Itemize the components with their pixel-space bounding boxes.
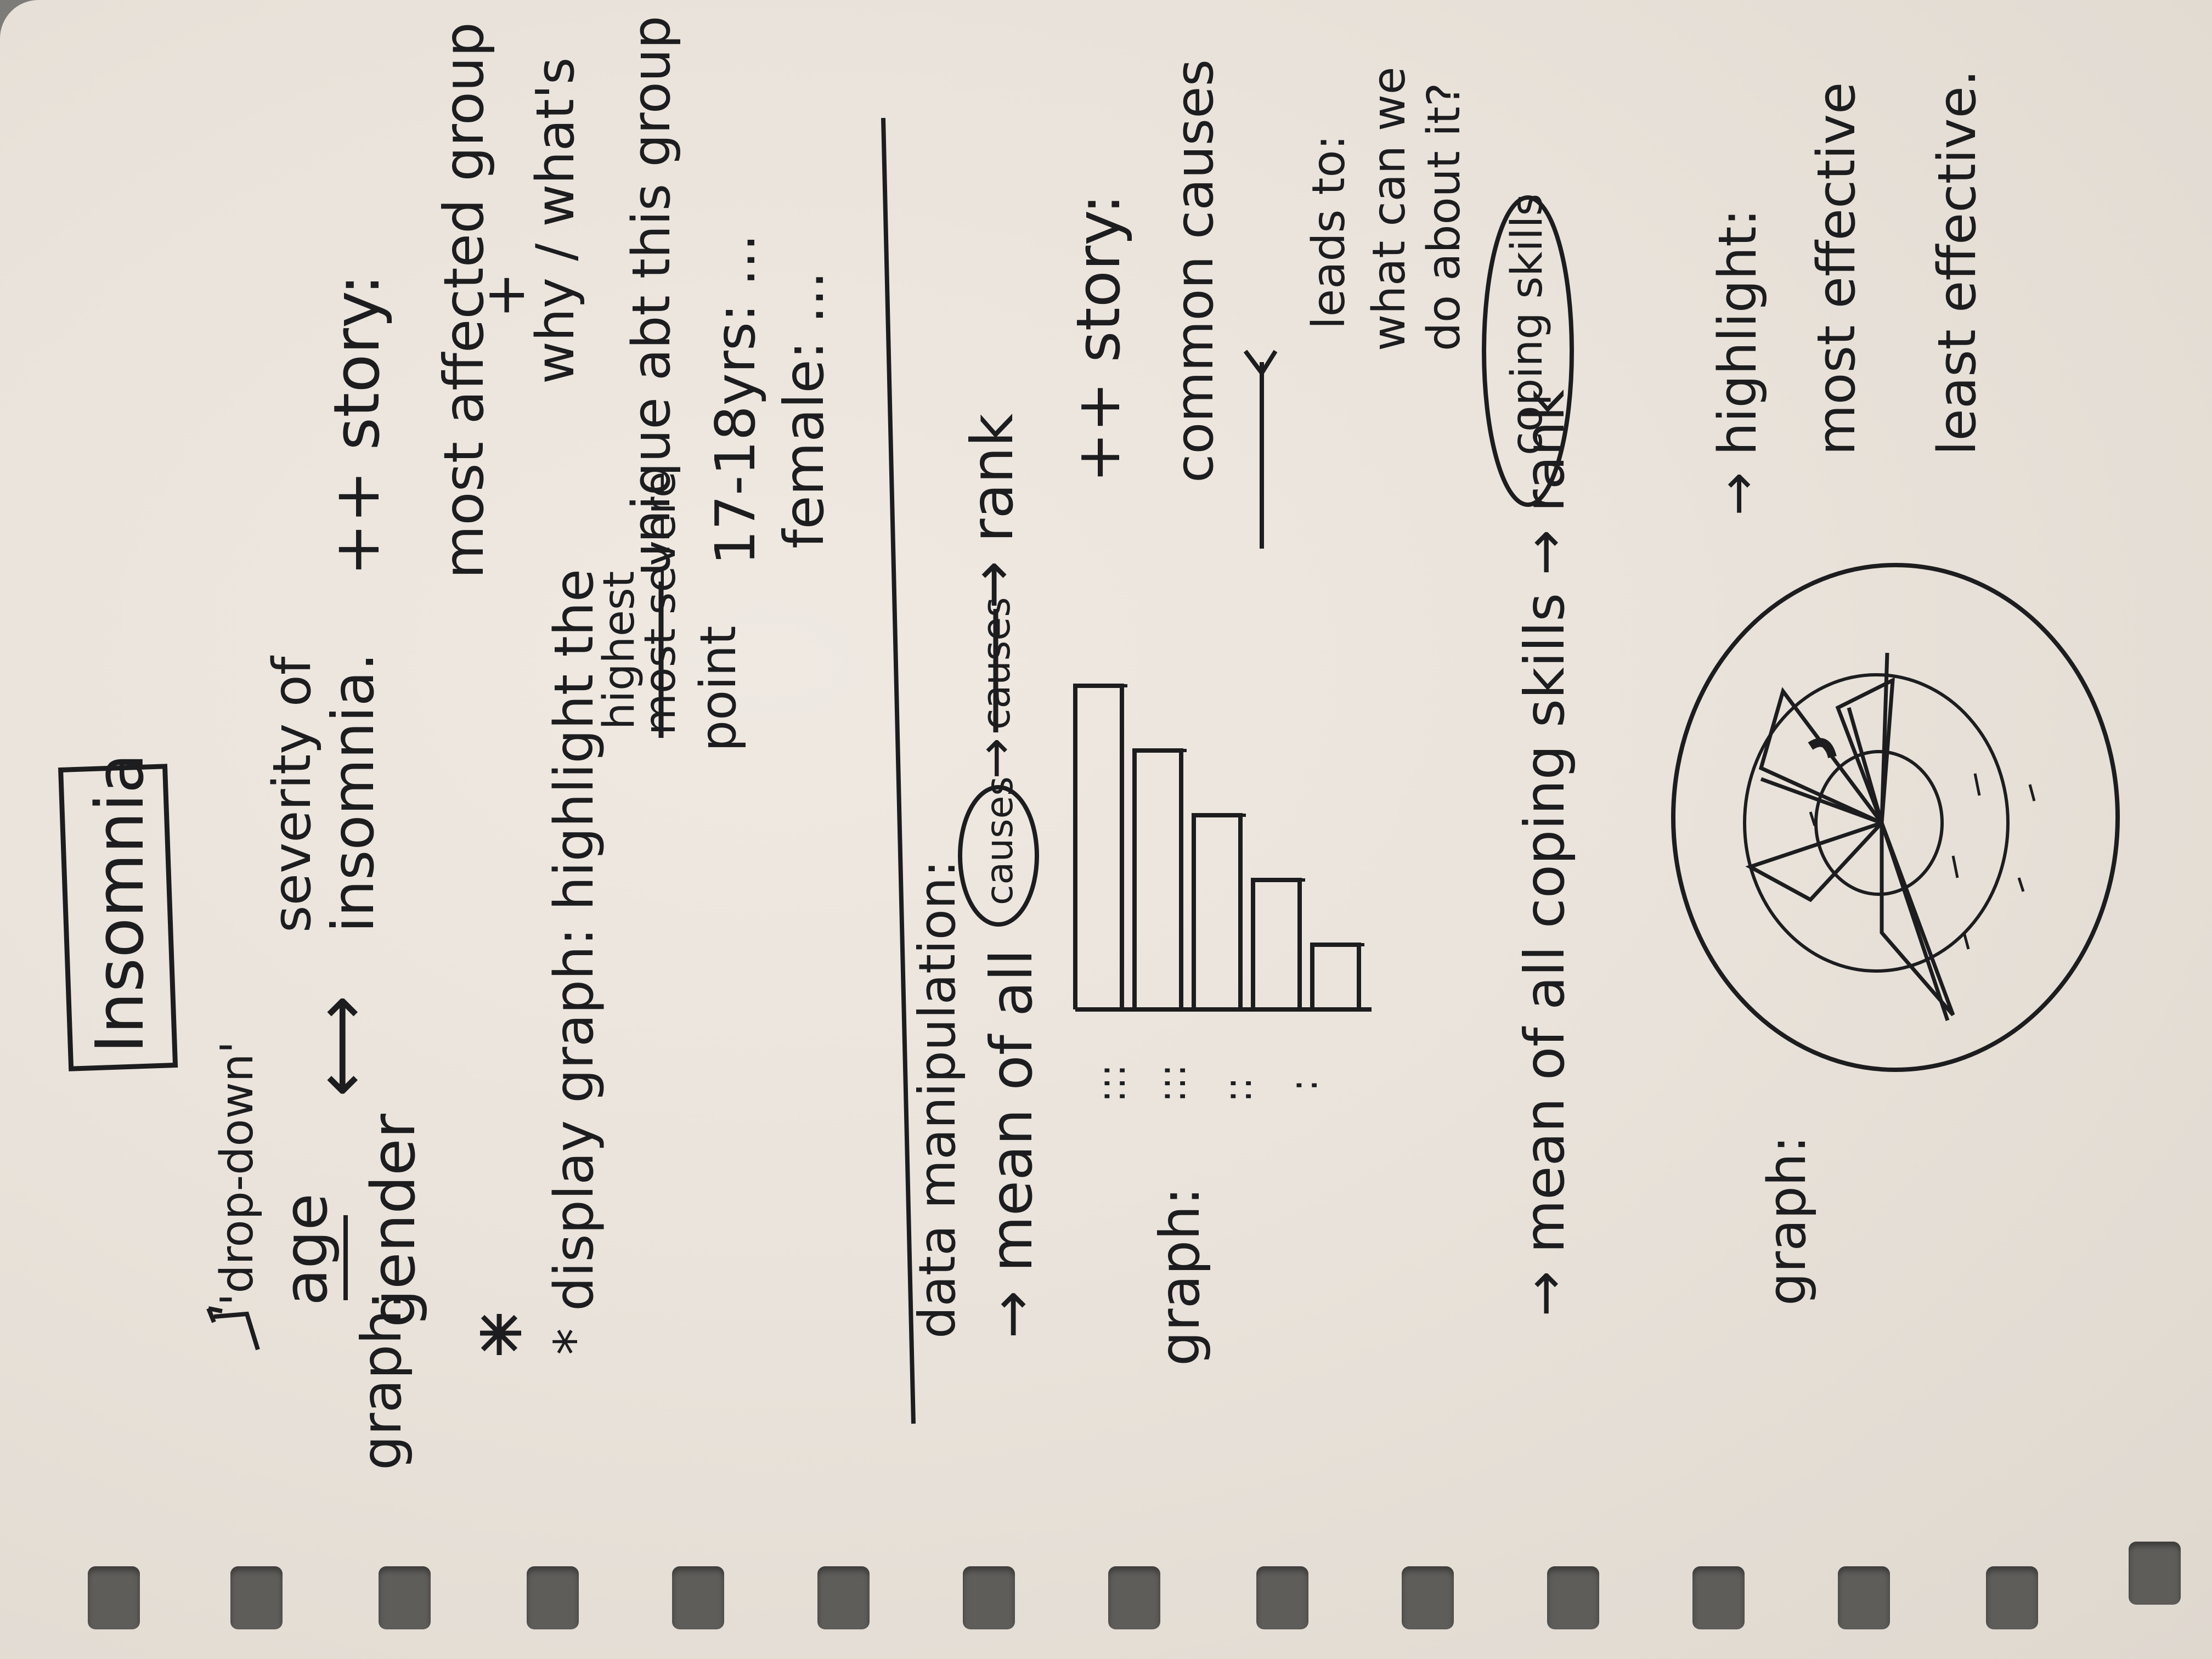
- coping-skills-circled: coping skills: [1503, 194, 1552, 455]
- story1-line2: why / what's: [526, 57, 586, 384]
- story2-line1: common causes: [1165, 59, 1225, 483]
- point-label: point: [690, 625, 747, 752]
- polar-chart-sketch: [1671, 563, 2120, 1072]
- graph-label-top: graph:: [349, 1291, 414, 1470]
- mean-of-all-label: → mean of all: [978, 949, 1045, 1339]
- causes-circled: causes: [978, 776, 1022, 905]
- dots-4: :: [1281, 1079, 1326, 1092]
- insomnia-label: insomnia.: [320, 653, 387, 933]
- bar-4: [1251, 878, 1302, 1009]
- story1-line3: unique abt this group: [622, 16, 682, 576]
- story1-line4: 17-18yrs: ...: [703, 234, 768, 565]
- question-line1: what can we: [1363, 67, 1415, 351]
- bar-2: [1132, 748, 1183, 1009]
- story1-line5: female: ...: [772, 271, 836, 549]
- binding-hole: [1547, 1566, 1599, 1629]
- binding-hole: [2129, 1542, 2181, 1605]
- binding-hole: [672, 1566, 724, 1629]
- most-effective-label: most effective: [1807, 82, 1867, 456]
- binding-hole: [1108, 1566, 1160, 1629]
- display-graph-note: * display graph: highlight the: [543, 569, 606, 1355]
- age-label: age: [270, 1193, 341, 1306]
- binding-hole: [963, 1566, 1015, 1629]
- binding-hole: [527, 1566, 579, 1629]
- dots-3: ::: [1215, 1077, 1260, 1103]
- binding-hole: [230, 1566, 283, 1629]
- binding-hole: [1838, 1566, 1890, 1629]
- section-divider: [881, 117, 916, 1424]
- story1-plus: +: [473, 272, 537, 318]
- dots-2: :::: [1149, 1064, 1194, 1103]
- binding-hole: [1692, 1566, 1745, 1629]
- binding-hole: [1402, 1566, 1454, 1629]
- story-heading-2: ++ story:: [1063, 194, 1133, 483]
- dots-1: :::: [1089, 1064, 1134, 1103]
- binding-hole: [817, 1566, 870, 1629]
- title-box: Insomnia: [58, 753, 178, 1071]
- binding-hole: [88, 1566, 140, 1629]
- gender-label: gender: [358, 1113, 428, 1328]
- highlight-label: → highlight:: [1708, 209, 1768, 516]
- highest-label: highest: [595, 571, 644, 730]
- bar-chart-sketch: [1073, 684, 1372, 1012]
- question-line2: do about it?: [1418, 83, 1470, 351]
- story-heading-1: ++ story:: [320, 274, 394, 576]
- page-title: Insomnia: [82, 753, 159, 1053]
- mean-coping-label: → mean of all coping skills → rank: [1513, 390, 1577, 1317]
- dropdown-label: 'drop-down': [211, 1041, 263, 1306]
- least-effective-label: least effective.: [1927, 70, 1988, 455]
- graph-label-bottom: graph:: [1757, 1136, 1818, 1306]
- binding-hole: [1986, 1566, 2038, 1629]
- bar-5: [1310, 943, 1361, 1009]
- arrow-rank: → rank: [959, 414, 1026, 609]
- binding-hole: [379, 1566, 431, 1629]
- severity-label: severity of: [262, 655, 323, 933]
- bar-3: [1192, 813, 1243, 1009]
- bar-1: [1073, 684, 1124, 1009]
- arrow-struck-rank: →: [967, 738, 1024, 779]
- bidirectional-arrow: ⟷: [298, 995, 382, 1097]
- data-manipulation-label: data manipulation:: [908, 860, 967, 1339]
- leads-to-label: leads to:: [1303, 135, 1355, 329]
- binding-hole: [1256, 1566, 1308, 1629]
- graph-label-middle: graph:: [1148, 1187, 1212, 1366]
- story1-line1: most affected group: [432, 22, 496, 579]
